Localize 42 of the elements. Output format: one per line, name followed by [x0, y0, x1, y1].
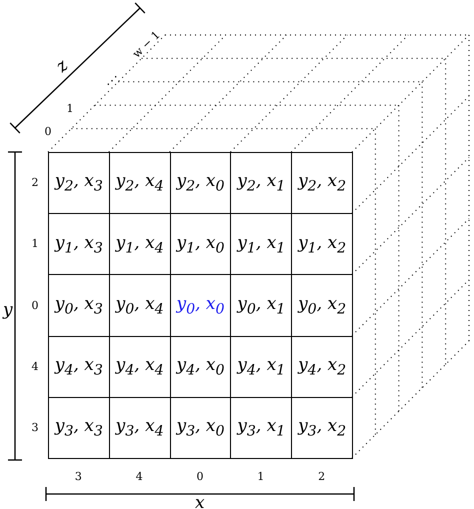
column-index-label: 0: [196, 470, 204, 482]
cell-text: y$_{4}$, x$_{1}$: [237, 354, 286, 378]
cell-text: y$_{1}$, x$_{4}$: [116, 232, 164, 256]
depth-index-label: 1: [66, 102, 74, 114]
cell-text: y$_{3}$, x$_{2}$: [298, 416, 346, 440]
row-index-label: 1: [32, 238, 38, 250]
cell-text: y$_{2}$, x$_{1}$: [237, 171, 286, 195]
cell-text: y$_{1}$, x$_{2}$: [298, 232, 346, 256]
row-index-label: 4: [32, 360, 38, 372]
cell-text: y$_{4}$, x$_{4}$: [116, 354, 164, 378]
depth-index-label: 0: [44, 126, 52, 136]
column-index-label: 1: [257, 470, 264, 482]
cell-text: y$_{3}$, x$_{0}$: [176, 416, 225, 440]
cell-text: y$_{2}$, x$_{2}$: [298, 171, 346, 195]
cell-text: y$_{0}$, x$_{0}$: [176, 294, 225, 318]
axis-label: x: [195, 494, 205, 509]
column-index-label: 2: [318, 470, 326, 482]
cell-text: y$_{3}$, x$_{1}$: [237, 416, 286, 440]
cell-text: y$_{0}$, x$_{3}$: [54, 294, 103, 318]
row-index-label: 0: [32, 300, 38, 310]
axis-label: y: [2, 302, 14, 318]
cell-text: y$_{2}$, x$_{3}$: [54, 171, 103, 195]
column-index-label: 3: [74, 470, 82, 482]
ellipsis-label: ⋰: [106, 74, 118, 86]
cell-text: y$_{1}$, x$_{0}$: [176, 232, 225, 256]
depth-index-label: w − 1: [130, 28, 162, 60]
cell-text: y$_{0}$, x$_{2}$: [298, 294, 346, 318]
cell-text: y$_{0}$, x$_{4}$: [116, 294, 164, 318]
cell-text: y$_{3}$, x$_{3}$: [54, 416, 103, 440]
cell-text: y$_{2}$, x$_{4}$: [116, 171, 164, 195]
axis-label: z: [52, 56, 72, 76]
cell-text: y$_{3}$, x$_{4}$: [116, 416, 164, 440]
cell-text: y$_{1}$, x$_{1}$: [237, 232, 286, 256]
cell-text: y$_{2}$, x$_{0}$: [176, 171, 225, 195]
row-index-label: 2: [32, 177, 38, 188]
row-index-label: 3: [32, 422, 38, 433]
cell-text: y$_{4}$, x$_{3}$: [54, 354, 103, 378]
cell-text: y$_{4}$, x$_{2}$: [298, 354, 346, 378]
column-index-label: 4: [136, 470, 143, 482]
cell-text: y$_{4}$, x$_{0}$: [176, 354, 225, 378]
cell-text: y$_{0}$, x$_{1}$: [237, 294, 286, 318]
cell-text: y$_{1}$, x$_{3}$: [54, 232, 103, 256]
